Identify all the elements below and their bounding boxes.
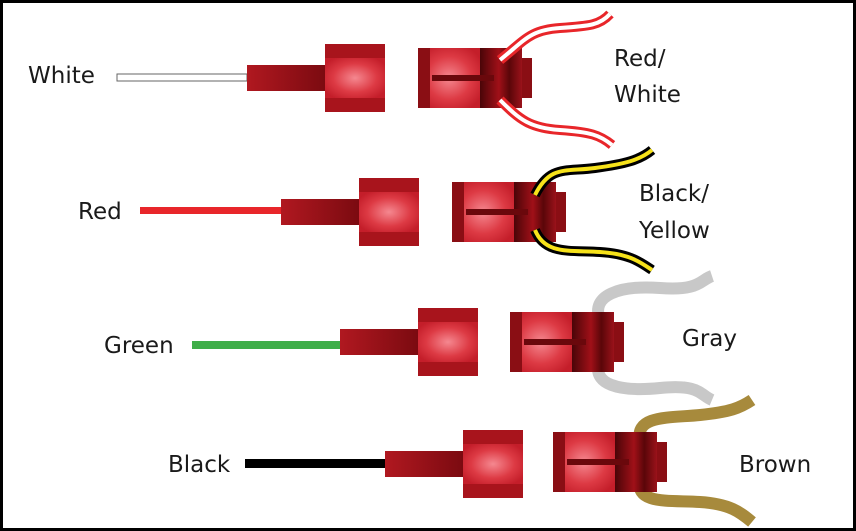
right-wire-gray [592,270,715,406]
female-connector [452,182,566,242]
left-wire-black [245,459,387,468]
connection-row-white: White Red/ White [28,10,681,149]
right-wire-black-yellow [530,146,656,275]
female-connector [510,312,624,372]
male-connector [247,44,385,112]
connection-row-green: Green Gray [104,270,737,406]
right-wire-label-line1: Black/ [639,181,709,207]
right-wire-label-line2: Yellow [638,218,710,244]
female-connector [418,48,532,108]
right-wire-red-white [496,10,616,149]
female-connector [553,432,667,492]
male-connector [385,430,523,498]
left-wire-label: Black [168,452,231,478]
male-connector [281,178,419,246]
left-wire-green [192,341,342,349]
left-wire-label: White [28,63,95,89]
right-wire-label-line2: White [614,82,681,108]
connection-row-red: Red Black/ Yellow [78,146,710,275]
male-connector [340,308,478,376]
left-wire-label: Red [78,199,122,225]
left-wire-red [140,207,282,214]
right-wire-brown [633,394,756,527]
left-wire-white [116,73,248,82]
right-wire-label: Gray [682,326,737,352]
left-wire-label: Green [104,333,174,359]
right-wire-label: Brown [739,452,811,478]
connection-row-black: Black Brown [168,394,811,527]
right-wire-label-line1: Red/ [614,46,666,72]
